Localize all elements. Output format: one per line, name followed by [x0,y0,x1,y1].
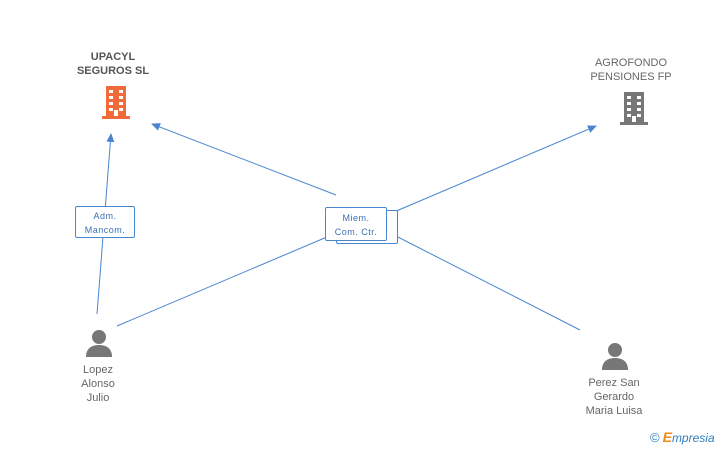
company-agrofondo-label[interactable]: AGROFONDO PENSIONES FP [566,56,696,84]
building-icon[interactable] [618,90,650,126]
person-perez-label[interactable]: Perez San Gerardo Maria Luisa [566,376,662,418]
person-perez-line3: Maria Luisa [585,405,643,417]
person-icon[interactable] [84,328,114,358]
relation-miem-line1: Miem. [342,213,370,223]
person-perez-line1: Perez San [588,377,640,389]
person-perez-line2: Gerardo [593,391,635,403]
building-icon[interactable] [100,84,132,120]
person-icon[interactable] [600,341,630,371]
edge-perez-miem [391,233,581,331]
company-upacyl-name-line1: UPACYL [90,51,136,63]
edge-miem-upacyl [151,123,337,196]
copyright-symbol: © [650,430,660,445]
company-upacyl-name-line2: SEGUROS SL [76,65,150,77]
brand-e-letter: E [662,429,672,445]
relation-adm-line2: Mancom. [84,225,126,235]
relation-miem-com-ctr-box[interactable]: Miem. Com. Ctr. [325,207,387,241]
company-agrofondo-name-line1: AGROFONDO [594,57,668,69]
person-lopez-line1: Lopez [83,364,113,376]
relation-adm-line1: Adm. [93,211,117,221]
person-lopez-label[interactable]: Lopez Alonso Julio [56,363,140,405]
edge-lopez-miem [116,233,335,327]
person-lopez-line3: Julio [86,392,110,404]
company-agrofondo-name-line2: PENSIONES FP [590,71,672,83]
relation-miem-line2: Com. Ctr. [334,227,378,237]
person-lopez-line2: Alonso [81,378,115,390]
brand-name: mpresia [671,431,715,445]
edge-miem-agrofondo [393,125,597,213]
company-upacyl-label[interactable]: UPACYL SEGUROS SL [50,50,176,78]
relation-adm-mancom-box[interactable]: Adm. Mancom. [75,206,135,238]
empresia-brand[interactable]: ©Empresia [650,429,715,445]
